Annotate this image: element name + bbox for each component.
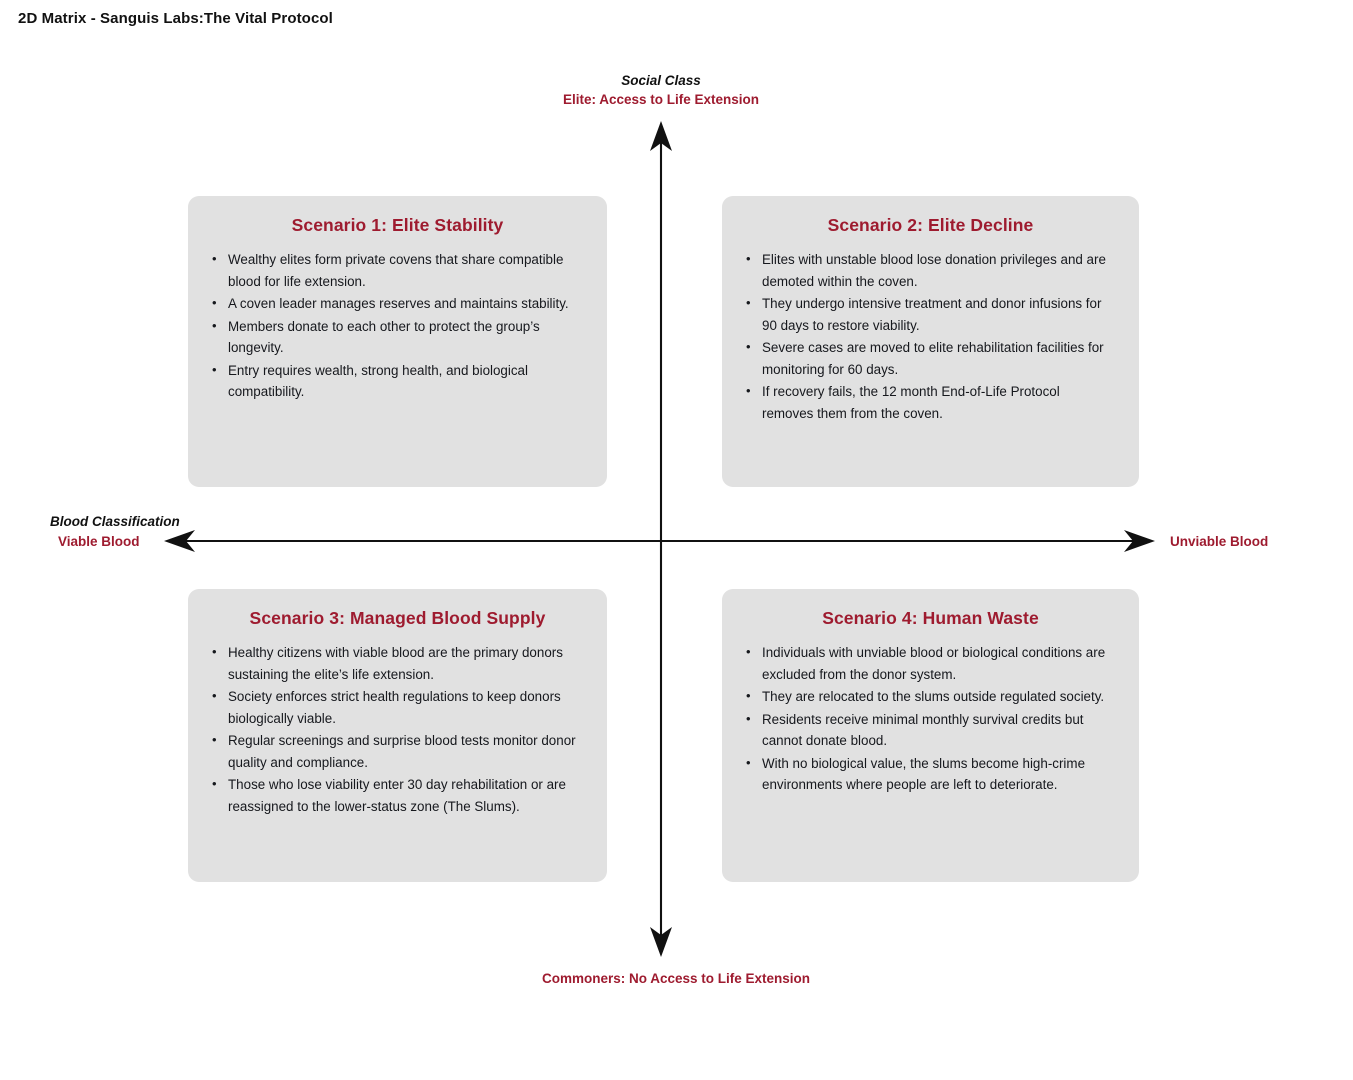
- bullet-item: Elites with unstable blood lose donation…: [740, 248, 1112, 292]
- quadrant-bullet-list: Healthy citizens with viable blood are t…: [206, 641, 589, 817]
- bullet-item: Severe cases are moved to elite rehabili…: [740, 336, 1112, 380]
- quadrant-heading: Scenario 4: Human Waste: [822, 608, 1039, 628]
- bullet-item: Entry requires wealth, strong health, an…: [206, 359, 578, 403]
- quadrant-card-bottom-left: Scenario 3: Managed Blood Supply Healthy…: [188, 589, 607, 882]
- bullet-item: Those who lose viability enter 30 day re…: [206, 773, 584, 817]
- quadrant-card-top-left: Scenario 1: Elite Stability Wealthy elit…: [188, 196, 607, 487]
- horizontal-axis-left-label: Viable Blood: [58, 534, 140, 549]
- bullet-item: Individuals with unviable blood or biolo…: [740, 641, 1118, 685]
- quadrant-heading: Scenario 2: Elite Decline: [827, 215, 1034, 235]
- vertical-axis-bottom-label: Commoners: No Access to Life Extension: [541, 971, 811, 986]
- quadrant-bullet-list: Individuals with unviable blood or biolo…: [740, 641, 1121, 796]
- quadrant-heading: Scenario 3: Managed Blood Supply: [249, 608, 546, 628]
- bullet-item: Residents receive minimal monthly surviv…: [740, 708, 1118, 752]
- page-title: 2D Matrix - Sanguis Labs:The Vital Proto…: [18, 10, 333, 27]
- bullet-item: A coven leader manages reserves and main…: [206, 292, 578, 315]
- vertical-axis-title: Social Class: [621, 73, 701, 88]
- vertical-axis-down-arrowhead: [650, 927, 672, 957]
- bullet-item: With no biological value, the slums beco…: [740, 752, 1118, 796]
- quadrant-heading: Scenario 1: Elite Stability: [291, 215, 504, 235]
- bullet-item: If recovery fails, the 12 month End-of-L…: [740, 380, 1112, 424]
- vertical-axis-top-label: Elite: Access to Life Extension: [562, 92, 760, 107]
- horizontal-axis-right-label: Unviable Blood: [1170, 534, 1269, 549]
- bullet-item: They undergo intensive treatment and don…: [740, 292, 1112, 336]
- bullet-item: Regular screenings and surprise blood te…: [206, 729, 584, 773]
- quadrant-bullet-list: Wealthy elites form private covens that …: [206, 248, 589, 403]
- bullet-item: They are relocated to the slums outside …: [740, 685, 1118, 708]
- quadrant-card-top-right: Scenario 2: Elite Decline Elites with un…: [722, 196, 1139, 487]
- bullet-item: Wealthy elites form private covens that …: [206, 248, 578, 292]
- vertical-axis-up-arrowhead: [650, 121, 672, 151]
- bullet-item: Society enforces strict health regulatio…: [206, 685, 584, 729]
- horizontal-axis-left-arrowhead: [164, 530, 195, 552]
- horizontal-axis-right-arrowhead: [1124, 530, 1155, 552]
- quadrant-bullet-list: Elites with unstable blood lose donation…: [740, 248, 1121, 424]
- quadrant-card-bottom-right: Scenario 4: Human Waste Individuals with…: [722, 589, 1139, 882]
- bullet-item: Healthy citizens with viable blood are t…: [206, 641, 584, 685]
- bullet-item: Members donate to each other to protect …: [206, 315, 578, 359]
- horizontal-axis-title: Blood Classification: [50, 514, 180, 529]
